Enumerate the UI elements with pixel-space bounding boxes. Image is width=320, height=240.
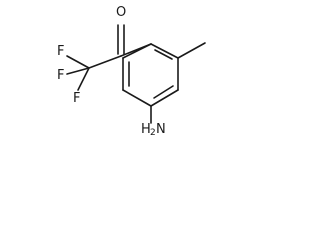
amine-n-label: N <box>156 122 166 137</box>
cf-bond-top <box>66 55 90 69</box>
ring-bond-6 <box>122 43 152 59</box>
oxygen-label: O <box>116 5 126 20</box>
cf-bond-left <box>66 67 90 75</box>
amine-h-label: H <box>141 122 151 137</box>
ring-inner-double-1 <box>154 49 173 60</box>
fluorine-bottom-label: F <box>73 91 80 106</box>
carbonyl-to-cf3-bond <box>88 55 122 69</box>
methyl-bond <box>177 42 206 59</box>
ring-inner-double-2 <box>153 85 174 99</box>
fluorine-top-label: F <box>57 44 64 59</box>
chemical-structure-diagram: O F F F H 2 N <box>57 5 206 138</box>
cf-bond-bottom <box>77 67 90 91</box>
amine-subscript-label: 2 <box>150 128 156 138</box>
ring-bond-4 <box>122 89 152 107</box>
ring-bond-3 <box>150 89 179 107</box>
fluorine-left-label: F <box>57 68 64 83</box>
ring-bond-1 <box>150 43 179 59</box>
